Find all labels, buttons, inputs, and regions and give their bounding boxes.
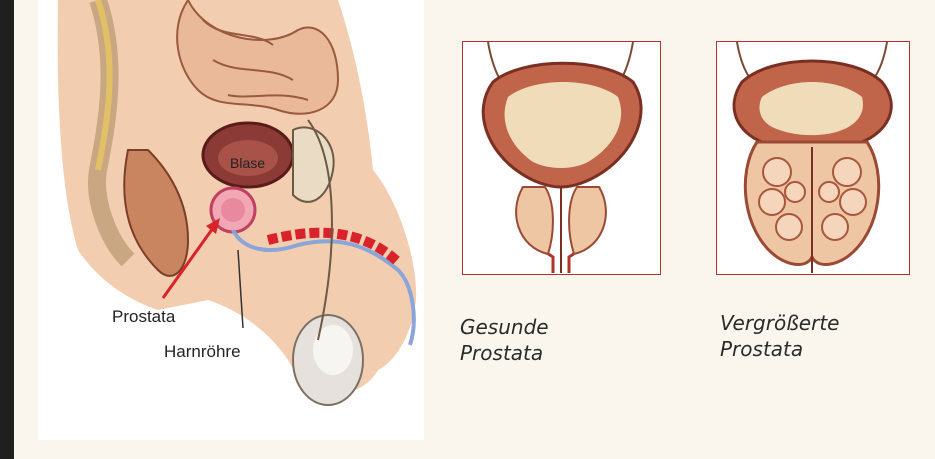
- caption-enlarged-line1: Vergrößerte: [720, 310, 839, 336]
- healthy-prostate-drawing: [463, 42, 659, 273]
- caption-enlarged-line2: Prostata: [720, 336, 839, 362]
- pelvic-anatomy-illustration: Blase Prostata Harnröhre: [38, 0, 424, 440]
- dark-side-bar: [0, 0, 14, 459]
- healthy-prostate-panel: [462, 41, 661, 275]
- label-urethra: Harnröhre: [164, 342, 241, 361]
- label-prostate: Prostata: [112, 307, 176, 326]
- enlarged-prostate-drawing: [717, 42, 908, 273]
- caption-healthy-prostate: Gesunde Prostata: [460, 314, 549, 366]
- caption-healthy-line1: Gesunde: [460, 314, 549, 340]
- enlarged-prostate-panel: [716, 41, 910, 275]
- caption-enlarged-prostate: Vergrößerte Prostata: [720, 310, 839, 362]
- caption-healthy-line2: Prostata: [460, 340, 549, 366]
- anatomy-drawing: Blase Prostata Harnröhre: [38, 0, 424, 440]
- label-bladder: Blase: [230, 155, 265, 171]
